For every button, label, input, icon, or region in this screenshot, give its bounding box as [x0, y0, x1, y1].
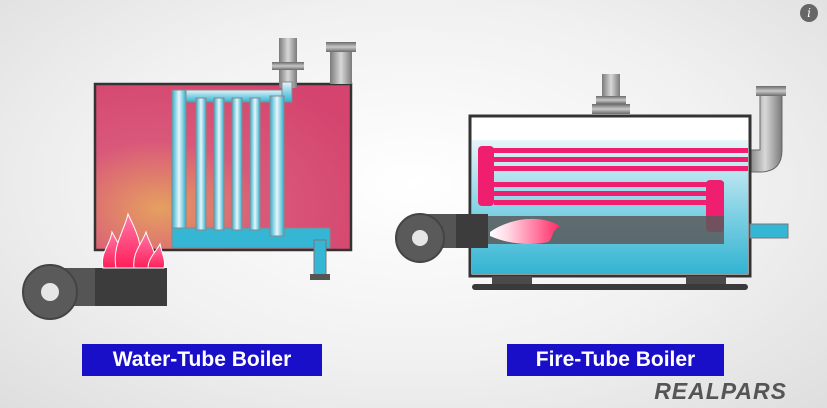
fire-tube-chimney — [747, 89, 783, 173]
fire-tube-4 — [494, 182, 724, 187]
fire-tube-bundle — [478, 146, 748, 232]
water-tube-boiler — [22, 38, 356, 320]
water-tube-riser — [281, 81, 293, 103]
fire-tube-3 — [484, 166, 748, 171]
water-tube-chimney-cap — [326, 42, 356, 52]
fire-tube-base-right — [686, 276, 726, 284]
info-icon[interactable]: i — [800, 4, 818, 22]
fire-tube-6 — [494, 200, 724, 205]
water-tube-steam-valve — [272, 62, 304, 70]
fire-tube-burner-flame — [490, 218, 560, 244]
fire-tube-burner — [454, 214, 488, 248]
water-tube-left-column — [171, 89, 187, 241]
fire-tube-2 — [484, 157, 748, 162]
realpars-logo: REALPARS — [654, 378, 787, 404]
fire-tube-boiler-label: Fire-Tube Boiler — [507, 344, 724, 376]
water-tube-right-column — [269, 95, 285, 237]
water-tube-flame — [101, 212, 165, 269]
fire-tube-upper-header — [478, 146, 494, 206]
fire-tube-fan-hub — [412, 230, 428, 246]
water-tube-boiler-label: Water-Tube Boiler — [82, 344, 322, 376]
water-tube-header — [171, 89, 287, 103]
water-tube-1 — [195, 97, 207, 231]
fire-tube-steam-base — [592, 104, 630, 114]
water-tube-outlet-flange — [310, 274, 330, 280]
water-tube-firebox — [95, 268, 167, 306]
fire-tube-steam-valve — [596, 96, 626, 104]
water-tube-4 — [249, 97, 261, 231]
fire-tube-chimney-cap — [756, 86, 786, 96]
fire-tube-5 — [494, 191, 724, 196]
water-tube-outlet-pipe — [313, 239, 327, 277]
water-tube-chimney — [330, 44, 352, 84]
fire-tube-base-rail — [472, 284, 748, 290]
water-tube-3 — [231, 97, 243, 231]
water-tube-2 — [213, 97, 225, 231]
fire-tube-water — [472, 140, 748, 274]
fire-tube-1 — [484, 148, 748, 153]
water-tube-lower-drum — [171, 227, 331, 249]
fire-tube-water-outlet — [749, 223, 789, 239]
fire-tube-base-left — [492, 276, 532, 284]
fire-tube-boiler — [395, 74, 789, 290]
water-tube-fan-hub — [41, 283, 59, 301]
